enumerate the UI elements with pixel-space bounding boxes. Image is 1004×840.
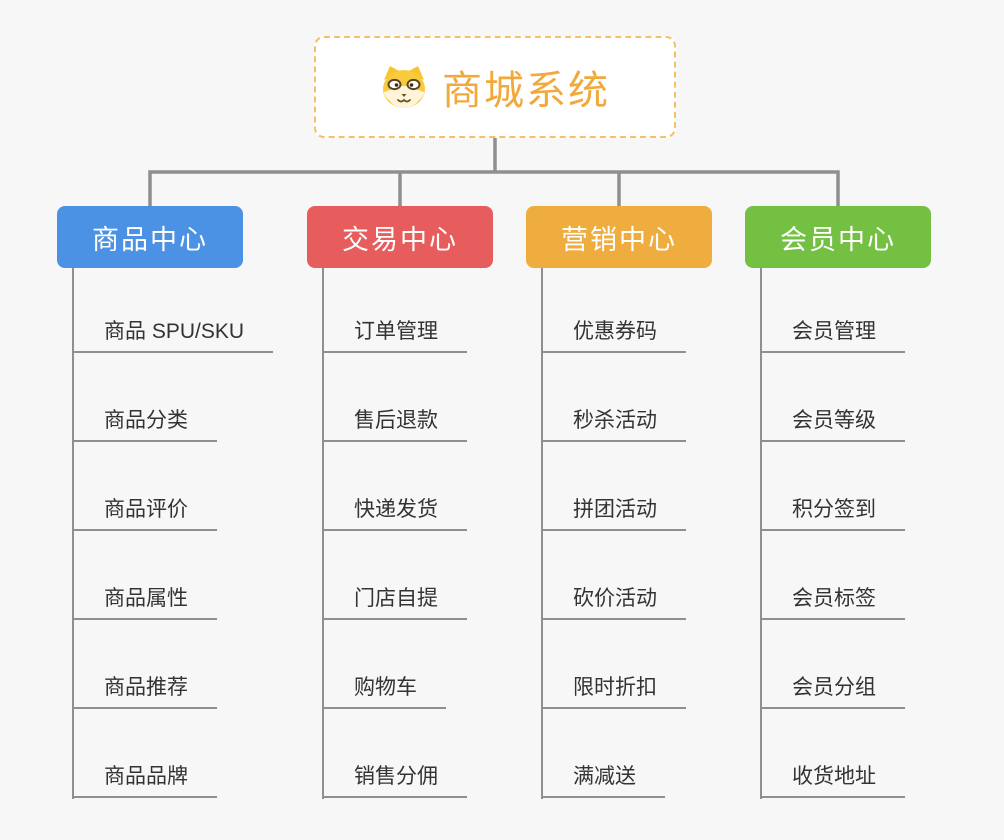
- child-topic[interactable]: 售后退款: [323, 408, 467, 442]
- branch-topic-label: 交易中心: [342, 224, 458, 255]
- child-topic-label: 会员管理: [792, 320, 876, 343]
- root-topic[interactable]: 商城系统: [314, 36, 676, 138]
- child-topic[interactable]: 会员管理: [761, 319, 905, 353]
- child-topic[interactable]: 拼团活动: [542, 497, 686, 531]
- child-topic-label: 会员分组: [792, 676, 876, 699]
- root-topic-label: 商城系统: [442, 69, 610, 113]
- branch-topic[interactable]: 营销中心: [526, 206, 712, 268]
- child-topic-label: 积分签到: [792, 498, 876, 521]
- child-topic-label: 优惠券码: [573, 320, 657, 343]
- child-topic[interactable]: 会员等级: [761, 408, 905, 442]
- child-topic[interactable]: 商品属性: [73, 586, 217, 620]
- child-topic[interactable]: 会员分组: [761, 675, 905, 709]
- child-topic[interactable]: 会员标签: [761, 586, 905, 620]
- child-topic[interactable]: 限时折扣: [542, 675, 686, 709]
- child-topic[interactable]: 收货地址: [761, 764, 905, 798]
- child-topic-label: 满减送: [573, 765, 636, 788]
- branch-topic[interactable]: 会员中心: [745, 206, 931, 268]
- child-topic[interactable]: 快递发货: [323, 497, 467, 531]
- child-topic-label: 商品品牌: [104, 765, 188, 788]
- branch-topic[interactable]: 商品中心: [57, 206, 243, 268]
- child-topic-label: 商品推荐: [104, 676, 188, 699]
- child-topic-label: 售后退款: [354, 409, 438, 432]
- child-topic-label: 砍价活动: [573, 587, 657, 610]
- child-topic-label: 销售分佣: [354, 765, 438, 788]
- branch-topic-label: 营销中心: [561, 224, 677, 255]
- child-topic-label: 拼团活动: [573, 498, 657, 521]
- child-topic-label: 限时折扣: [573, 676, 657, 699]
- child-topic-label: 会员标签: [792, 587, 876, 610]
- child-topic-label: 秒杀活动: [573, 409, 657, 432]
- dog-face-icon: [380, 64, 428, 110]
- child-topic-label: 快递发货: [354, 498, 438, 521]
- child-topic[interactable]: 商品 SPU/SKU: [73, 319, 274, 353]
- child-topic[interactable]: 商品推荐: [73, 675, 217, 709]
- child-topic[interactable]: 销售分佣: [323, 764, 467, 798]
- child-topic-label: 收货地址: [792, 765, 876, 788]
- child-topic[interactable]: 订单管理: [323, 319, 467, 353]
- child-topic-label: 商品评价: [104, 498, 188, 521]
- child-topic[interactable]: 商品评价: [73, 497, 217, 531]
- child-topic-label: 商品属性: [104, 587, 188, 610]
- child-topic[interactable]: 秒杀活动: [542, 408, 686, 442]
- child-topic[interactable]: 砍价活动: [542, 586, 686, 620]
- child-topic-label: 商品分类: [104, 409, 188, 432]
- child-topic[interactable]: 满减送: [542, 764, 665, 798]
- branch-topic[interactable]: 交易中心: [307, 206, 493, 268]
- child-topic-label: 门店自提: [354, 587, 438, 610]
- child-topic[interactable]: 积分签到: [761, 497, 905, 531]
- child-topic[interactable]: 商品分类: [73, 408, 217, 442]
- child-topic[interactable]: 商品品牌: [73, 764, 217, 798]
- child-topic-label: 会员等级: [792, 409, 876, 432]
- child-topic[interactable]: 优惠券码: [542, 319, 686, 353]
- child-topic-label: 购物车: [354, 676, 417, 699]
- branch-topic-label: 商品中心: [92, 224, 208, 255]
- child-topic[interactable]: 门店自提: [323, 586, 467, 620]
- child-topic-label: 商品 SPU/SKU: [104, 320, 245, 343]
- branch-topic-label: 会员中心: [780, 224, 896, 255]
- child-topic-label: 订单管理: [354, 320, 438, 343]
- child-topic[interactable]: 购物车: [323, 675, 446, 709]
